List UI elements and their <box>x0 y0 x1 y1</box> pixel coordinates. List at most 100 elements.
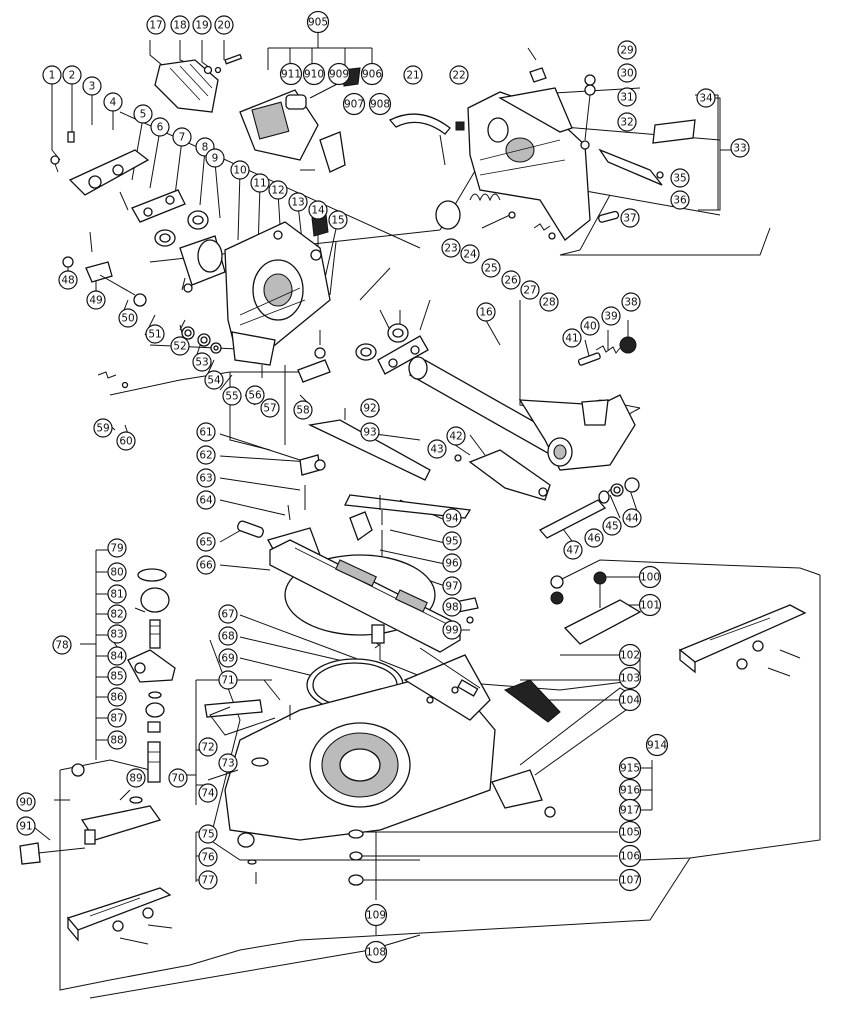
callout-label: 85 <box>110 671 123 683</box>
callout-label: 907 <box>344 99 364 111</box>
callout-label: 52 <box>173 341 186 353</box>
callout-circle <box>427 439 447 459</box>
callout-64: 64 <box>196 490 216 510</box>
callout-circle <box>146 15 166 35</box>
callout-label: 79 <box>110 543 123 555</box>
callout-45: 45 <box>602 516 622 536</box>
callout-31: 31 <box>617 87 637 107</box>
callout-905: 905 <box>306 10 330 34</box>
callout-circle <box>150 117 170 137</box>
callout-label: 105 <box>620 827 640 839</box>
callout-label: 1 <box>49 70 56 82</box>
callout-circle <box>198 824 218 844</box>
callout-circle <box>442 576 462 596</box>
callout-42: 42 <box>446 426 466 446</box>
callout-19: 19 <box>192 15 212 35</box>
callout-label: 87 <box>110 713 123 725</box>
callout-53: 53 <box>192 352 212 372</box>
callout-circle <box>205 148 225 168</box>
callout-38: 38 <box>621 292 641 312</box>
callout-label: 905 <box>308 17 328 29</box>
callout-label: 35 <box>673 173 686 185</box>
callout-103: 103 <box>618 666 642 690</box>
callout-circle <box>584 528 604 548</box>
callout-label: 7 <box>179 132 186 144</box>
callout-label: 102 <box>620 650 640 662</box>
callout-85: 85 <box>107 666 127 686</box>
callout-67: 67 <box>218 604 238 624</box>
part-pivot-arm <box>50 131 150 253</box>
callout-20: 20 <box>214 15 234 35</box>
callout-89: 89 <box>126 768 146 788</box>
callout-92: 92 <box>360 398 380 418</box>
callout-circle <box>16 792 36 812</box>
callout-907: 907 <box>342 92 366 116</box>
callout-label: 10 <box>233 165 246 177</box>
callout-circle <box>116 431 136 451</box>
callout-circle <box>618 756 642 780</box>
callout-95: 95 <box>442 531 462 551</box>
callout-circle <box>196 490 216 510</box>
callout-circle <box>638 565 662 589</box>
callout-label: 6 <box>157 122 164 134</box>
callout-label: 99 <box>445 625 458 637</box>
callout-circle <box>364 903 388 927</box>
callout-label: 69 <box>221 653 234 665</box>
callout-61: 61 <box>196 422 216 442</box>
callout-93: 93 <box>360 422 380 442</box>
callout-circle <box>442 620 462 640</box>
callout-label: 91 <box>19 821 32 833</box>
callout-circle <box>198 783 218 803</box>
callout-circle <box>107 730 127 750</box>
callout-label: 94 <box>445 513 459 525</box>
callout-circle <box>618 666 642 690</box>
callout-104: 104 <box>618 688 642 712</box>
callout-label: 60 <box>119 436 132 448</box>
callout-label: 92 <box>363 403 376 415</box>
callout-86: 86 <box>107 687 127 707</box>
callout-label: 98 <box>445 602 458 614</box>
callout-11: 11 <box>250 173 270 193</box>
callout-circle <box>107 624 127 644</box>
callout-circle <box>230 160 250 180</box>
callout-label: 59 <box>96 423 109 435</box>
callout-13: 13 <box>288 192 308 212</box>
callout-98: 98 <box>442 597 462 617</box>
callout-79: 79 <box>107 538 127 558</box>
callout-circle <box>192 352 212 372</box>
callout-label: 49 <box>89 295 102 307</box>
callout-33: 33 <box>730 138 750 158</box>
callout-label: 2 <box>69 70 76 82</box>
callout-label: 911 <box>281 69 301 81</box>
callout-label: 42 <box>449 431 462 443</box>
callout-82: 82 <box>107 604 127 624</box>
callout-label: 48 <box>61 275 74 287</box>
callout-label: 70 <box>171 773 184 785</box>
callout-label: 914 <box>647 740 667 752</box>
callout-label: 25 <box>484 263 497 275</box>
callout-circle <box>442 553 462 573</box>
callout-circle <box>442 597 462 617</box>
callout-39: 39 <box>601 306 621 326</box>
callout-label: 44 <box>625 513 639 525</box>
callout-109: 109 <box>364 903 388 927</box>
callout-label: 88 <box>110 735 123 747</box>
callout-34: 34 <box>696 88 716 108</box>
callout-circle <box>342 92 366 116</box>
callout-914: 914 <box>645 733 669 757</box>
callout-43: 43 <box>427 439 447 459</box>
callout-label: 3 <box>89 81 96 93</box>
callout-circle <box>293 400 313 420</box>
callout-circle <box>103 92 123 112</box>
callout-circle <box>403 65 423 85</box>
callout-24: 24 <box>460 244 480 264</box>
callout-105: 105 <box>618 820 642 844</box>
callout-label: 76 <box>201 852 215 864</box>
callout-label: 8 <box>202 142 209 154</box>
callout-label: 82 <box>110 609 123 621</box>
callout-circle <box>562 328 582 348</box>
callout-label: 16 <box>479 307 493 319</box>
callout-77: 77 <box>198 870 218 890</box>
callout-circle <box>618 868 642 892</box>
callout-72: 72 <box>198 737 218 757</box>
